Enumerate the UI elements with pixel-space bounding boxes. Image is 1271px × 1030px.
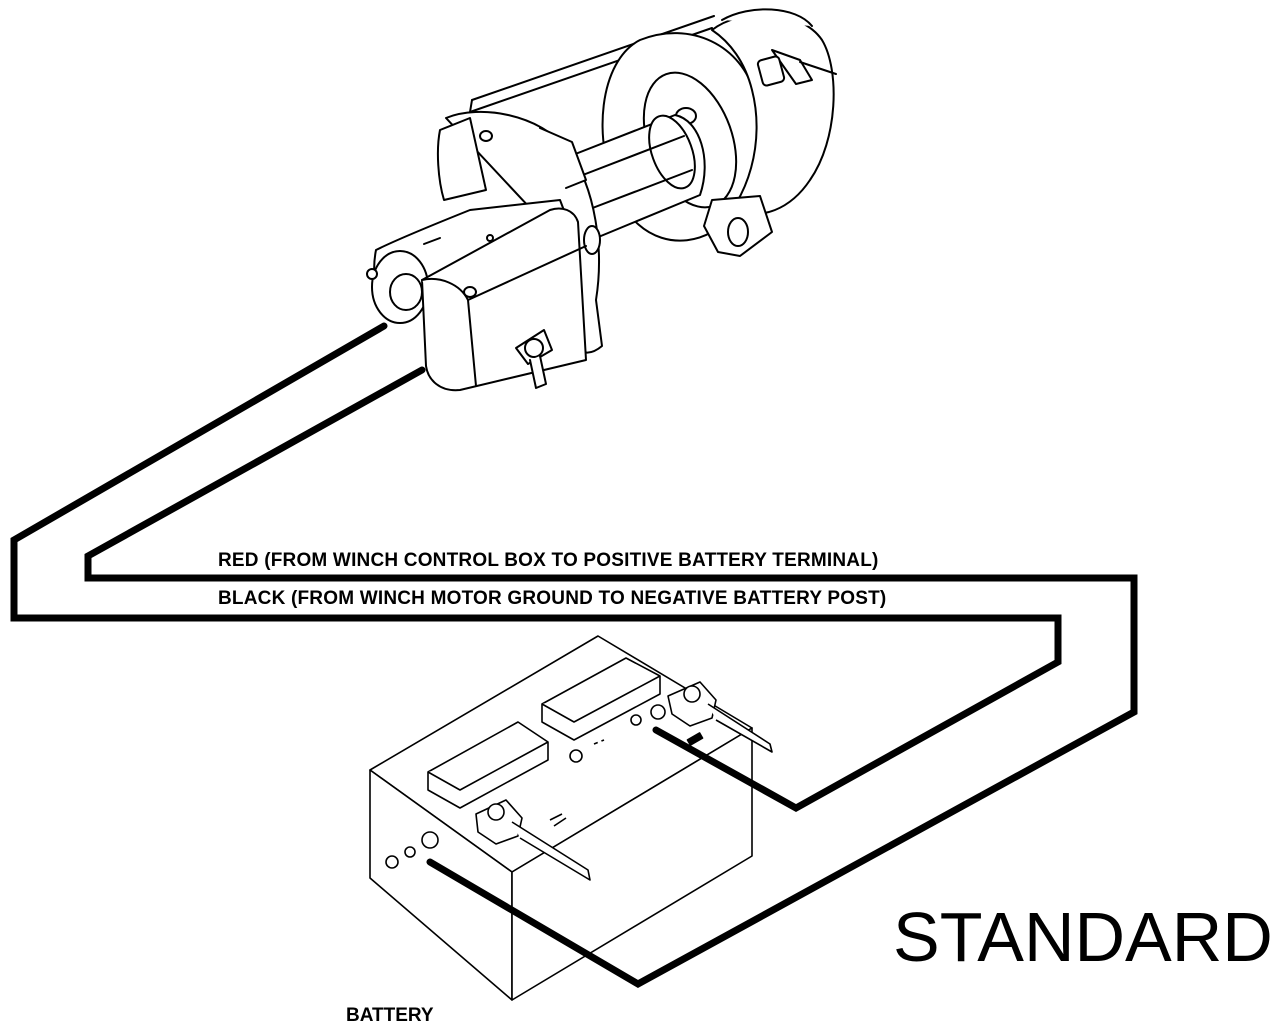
red-wire-label: RED (FROM WINCH CONTROL BOX TO POSITIVE … <box>218 550 879 571</box>
black-wire-label: BLACK (FROM WINCH MOTOR GROUND TO NEGATI… <box>218 588 887 609</box>
wires <box>10 322 1138 989</box>
configuration-label: STANDARD <box>893 898 1271 976</box>
battery-label: BATTERY <box>346 1005 434 1026</box>
battery-terminals <box>385 681 773 881</box>
battery-case <box>369 635 753 1001</box>
control-box-terminal <box>515 329 553 389</box>
black-wire <box>10 322 1062 813</box>
red-wire <box>84 366 1138 989</box>
winch-assembly <box>366 8 837 392</box>
